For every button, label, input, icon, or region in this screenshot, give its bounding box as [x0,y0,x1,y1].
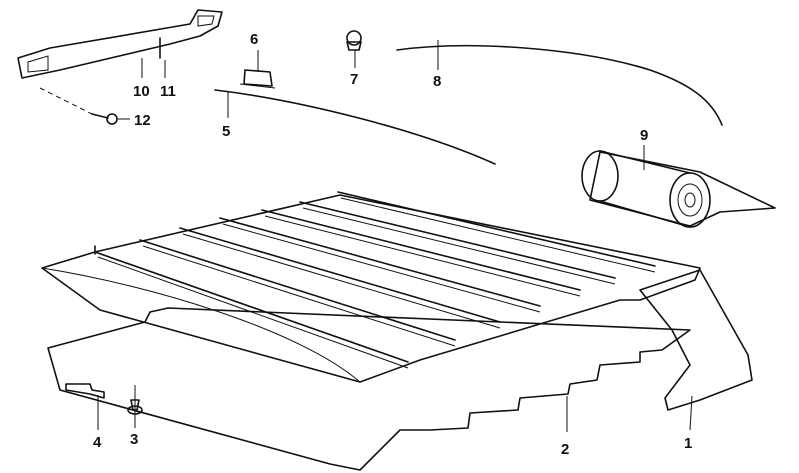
side-panel [639,269,753,411]
small-bracket [65,383,105,399]
callout-5: 5 [222,123,230,140]
callout-7: 7 [350,71,358,88]
callout-numbers: 1 2 3 4 5 6 7 8 9 10 11 12 [93,31,692,458]
quilted-mat [41,191,701,383]
floor-board [47,307,691,471]
callout-4: 4 [93,434,102,451]
callout-9: 9 [640,127,648,144]
fastener [346,30,362,51]
handle-bracket [17,9,223,79]
callout-6: 6 [250,31,258,48]
callout-2: 2 [561,441,569,458]
screw [39,87,118,125]
material-roll [581,150,776,228]
mat-ridges [94,191,656,369]
callout-3: 3 [130,431,138,448]
clip [239,69,276,89]
callout-12: 12 [134,112,151,129]
callout-1: 1 [684,435,692,452]
trim-rod-long [396,44,723,126]
callout-10: 10 [133,83,150,100]
trim-strip [214,89,496,165]
callout-11: 11 [160,83,176,100]
leader-lines [97,40,693,432]
callout-8: 8 [433,73,441,90]
